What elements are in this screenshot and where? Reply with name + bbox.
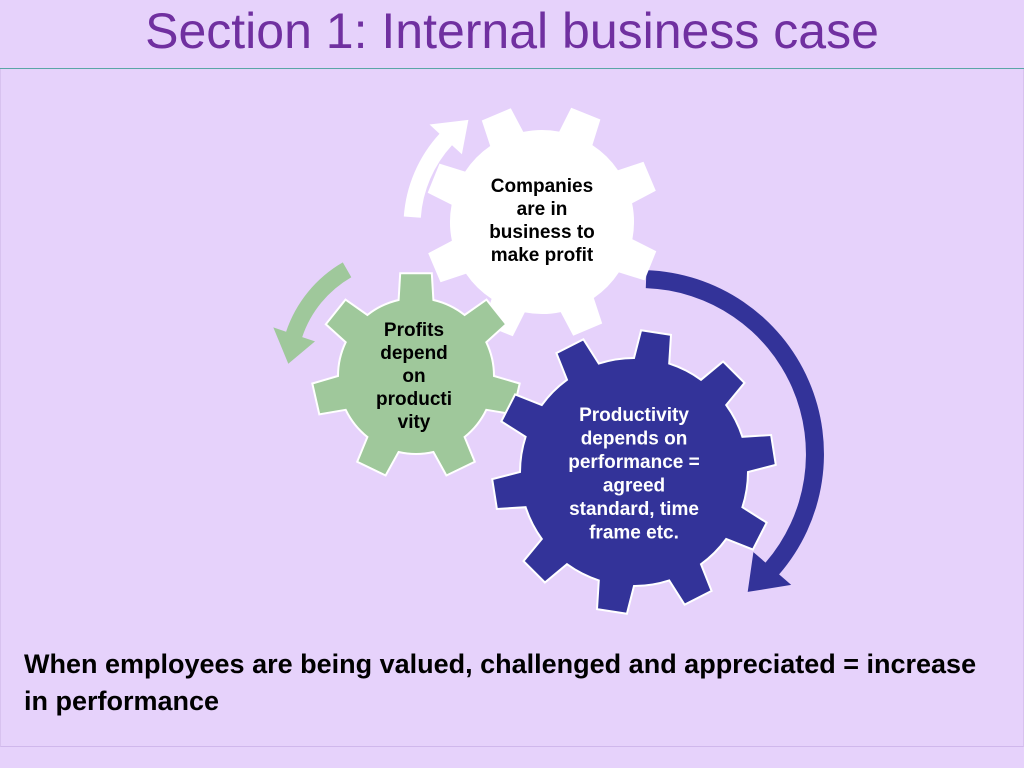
gear-label-line: vity bbox=[398, 412, 431, 433]
gear-label-line: agreed bbox=[603, 476, 665, 497]
gear-label-line: are in bbox=[517, 199, 568, 220]
gear-label-line: depends on bbox=[581, 429, 688, 450]
gear-label-line: make profit bbox=[491, 245, 594, 266]
gear-label-line: Productivity bbox=[579, 405, 689, 426]
gear-label-line: business to bbox=[489, 222, 595, 243]
gear-label-line: standard, time bbox=[569, 499, 699, 520]
left-cycle-arrow bbox=[273, 262, 352, 364]
footer-statement: When employees are being valued, challen… bbox=[24, 649, 977, 716]
title-bar: Section 1: Internal business case bbox=[0, 0, 1024, 69]
gear-label-line: frame etc. bbox=[589, 523, 679, 544]
gear-label-line: depend bbox=[380, 343, 448, 364]
top-cycle-arrow bbox=[403, 119, 469, 218]
gear-label-line: Companies bbox=[491, 176, 593, 197]
slide-title: Section 1: Internal business case bbox=[145, 3, 879, 59]
gear-label-line: producti bbox=[376, 389, 452, 410]
right-cycle-arrow bbox=[645, 270, 824, 592]
gear-label-line: Profits bbox=[384, 320, 444, 341]
gear-label-line: on bbox=[402, 366, 425, 387]
gear-label-line: performance = bbox=[568, 452, 699, 473]
